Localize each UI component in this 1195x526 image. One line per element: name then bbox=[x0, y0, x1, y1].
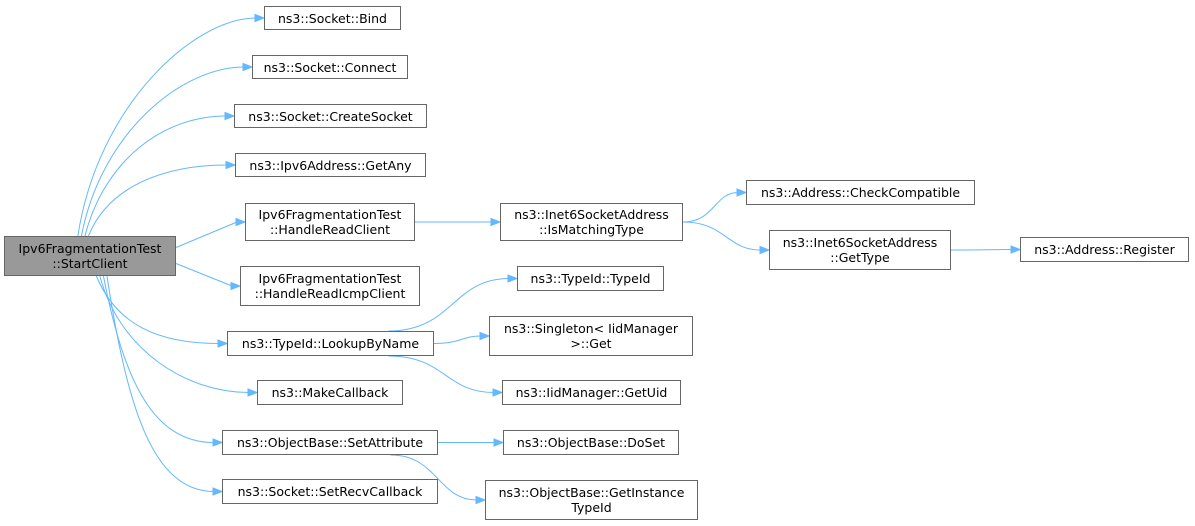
node-label: ::HandleReadIcmpClient bbox=[254, 286, 406, 301]
node-objectbase-setattribute[interactable]: ns3::ObjectBase::SetAttribute bbox=[222, 430, 438, 455]
node-label: ::IsMatchingType bbox=[539, 222, 644, 237]
arrowhead-connect bbox=[242, 62, 254, 72]
node-label: ns3::ObjectBase::DoSet bbox=[516, 435, 666, 450]
node-label: ns3::Inet6SocketAddress bbox=[782, 235, 938, 250]
edge-ismatchingtype-to-checkcompatible bbox=[682, 192, 739, 223]
edge-root-to-setattribute bbox=[102, 275, 215, 443]
node-objectbase-doset[interactable]: ns3::ObjectBase::DoSet bbox=[503, 430, 679, 455]
arrowhead-setattribute bbox=[212, 438, 224, 447]
node-ipv6address-getany[interactable]: ns3::Ipv6Address::GetAny bbox=[235, 153, 426, 177]
node-label: Ipv6FragmentationTest bbox=[258, 207, 402, 222]
edge-root-to-bind bbox=[77, 17, 257, 237]
node-label: ns3::ObjectBase::GetInstance bbox=[498, 485, 685, 500]
node-label: ns3::IidManager::GetUid bbox=[515, 385, 668, 400]
node-label: ns3::Address::Register bbox=[1034, 242, 1175, 257]
node-inet6socketaddress-gettype[interactable]: ns3::Inet6SocketAddress ::GetType bbox=[769, 230, 951, 270]
node-inet6socketaddress-ismatchingtype[interactable]: ns3::Inet6SocketAddress ::IsMatchingType bbox=[500, 203, 683, 241]
edge-lookupbyname-to-singletonget bbox=[433, 335, 482, 344]
node-iidmanager-getuid[interactable]: ns3::IidManager::GetUid bbox=[502, 380, 681, 405]
arrowhead-bind bbox=[254, 13, 266, 23]
edge-root-to-createsocket bbox=[84, 115, 227, 237]
arrowhead-doset bbox=[493, 438, 505, 447]
node-label: ns3::Ipv6Address::GetAny bbox=[249, 157, 412, 173]
node-singleton-iidmanager-get[interactable]: ns3::Singleton< IidManager >::Get bbox=[489, 316, 693, 356]
node-label: ns3::Socket::CreateSocket bbox=[248, 108, 413, 124]
edge-gettype-to-register bbox=[950, 249, 1013, 251]
node-label: ns3::ObjectBase::SetAttribute bbox=[236, 435, 424, 450]
arrowhead-lookupbyname bbox=[217, 339, 229, 348]
node-label: Ipv6FragmentationTest bbox=[18, 241, 162, 256]
edge-lookupbyname-to-typeid bbox=[388, 278, 510, 332]
node-socket-createsocket[interactable]: ns3::Socket::CreateSocket bbox=[234, 104, 427, 128]
arrowhead-checkcompatible bbox=[736, 188, 748, 197]
node-label: ::GetType bbox=[830, 250, 890, 265]
node-label: ns3::Socket::SetRecvCallback bbox=[237, 484, 423, 499]
node-label: ns3::TypeId::LookupByName bbox=[241, 336, 420, 351]
node-socket-bind[interactable]: ns3::Socket::Bind bbox=[264, 6, 401, 30]
node-typeid-typeid[interactable]: ns3::TypeId::TypeId bbox=[517, 266, 664, 291]
arrowhead-getuid bbox=[492, 388, 504, 397]
arrowhead-getany bbox=[225, 160, 237, 170]
edge-root-to-handlereadclient bbox=[175, 221, 238, 248]
node-handlereadicmpclient[interactable]: Ipv6FragmentationTest ::HandleReadIcmpCl… bbox=[240, 266, 420, 306]
arrowhead-handlereadclient bbox=[235, 217, 247, 227]
node-label: ns3::Inet6SocketAddress bbox=[514, 207, 669, 222]
node-address-checkcompatible[interactable]: ns3::Address::CheckCompatible bbox=[746, 180, 975, 205]
node-label: ::HandleReadClient bbox=[269, 222, 391, 237]
arrowhead-gettype bbox=[759, 245, 771, 255]
node-label: >::Get bbox=[570, 336, 612, 351]
arrowhead-setrecvcallback bbox=[212, 487, 224, 496]
node-socket-setrecvcallback[interactable]: ns3::Socket::SetRecvCallback bbox=[222, 479, 438, 504]
node-label: ns3::Address::CheckCompatible bbox=[760, 185, 961, 200]
arrowhead-getinstancetypeid bbox=[475, 495, 487, 505]
node-ipv6fragmentationtest-startclient[interactable]: Ipv6FragmentationTest ::StartClient bbox=[4, 236, 176, 276]
node-typeid-lookupbyname[interactable]: ns3::TypeId::LookupByName bbox=[227, 331, 434, 356]
arrowhead-handlereadicmp bbox=[230, 281, 242, 291]
node-objectbase-getinstancetypeid[interactable]: ns3::ObjectBase::GetInstance TypeId bbox=[485, 480, 698, 520]
node-address-register[interactable]: ns3::Address::Register bbox=[1020, 237, 1189, 262]
node-label: Ipv6FragmentationTest bbox=[258, 271, 402, 286]
node-label: TypeId bbox=[571, 500, 612, 515]
edge-root-to-setrecvcallback bbox=[106, 275, 215, 492]
arrowhead-singletonget bbox=[479, 331, 491, 341]
node-label: ns3::MakeCallback bbox=[271, 385, 389, 400]
arrowhead-ismatchingtype bbox=[490, 217, 502, 227]
edge-ismatchingtype-to-gettype bbox=[682, 221, 762, 251]
node-handlereadclient[interactable]: Ipv6FragmentationTest ::HandleReadClient bbox=[245, 203, 415, 241]
node-label: ::StartClient bbox=[52, 256, 128, 271]
arrowhead-register bbox=[1010, 245, 1022, 254]
node-label: ns3::Socket::Bind bbox=[278, 10, 387, 26]
node-label: ns3::Socket::Connect bbox=[263, 59, 397, 75]
node-socket-connect[interactable]: ns3::Socket::Connect bbox=[252, 55, 408, 79]
arrowhead-typeid bbox=[507, 274, 519, 283]
edge-root-to-getany bbox=[87, 164, 228, 237]
arrowhead-createsocket bbox=[224, 111, 236, 121]
edge-lookupbyname-to-getuid bbox=[388, 355, 495, 393]
node-label: ns3::TypeId::TypeId bbox=[530, 271, 651, 286]
node-makecallback[interactable]: ns3::MakeCallback bbox=[257, 380, 403, 405]
arrowhead-makecallback bbox=[247, 388, 259, 397]
edge-setattribute-to-getinstancetypeid bbox=[390, 454, 478, 501]
edge-root-to-lookupbyname bbox=[95, 275, 220, 344]
node-label: ns3::Singleton< IidManager bbox=[503, 321, 679, 336]
edge-root-to-handlereadicmp bbox=[175, 263, 233, 287]
edge-root-to-connect bbox=[80, 66, 245, 237]
